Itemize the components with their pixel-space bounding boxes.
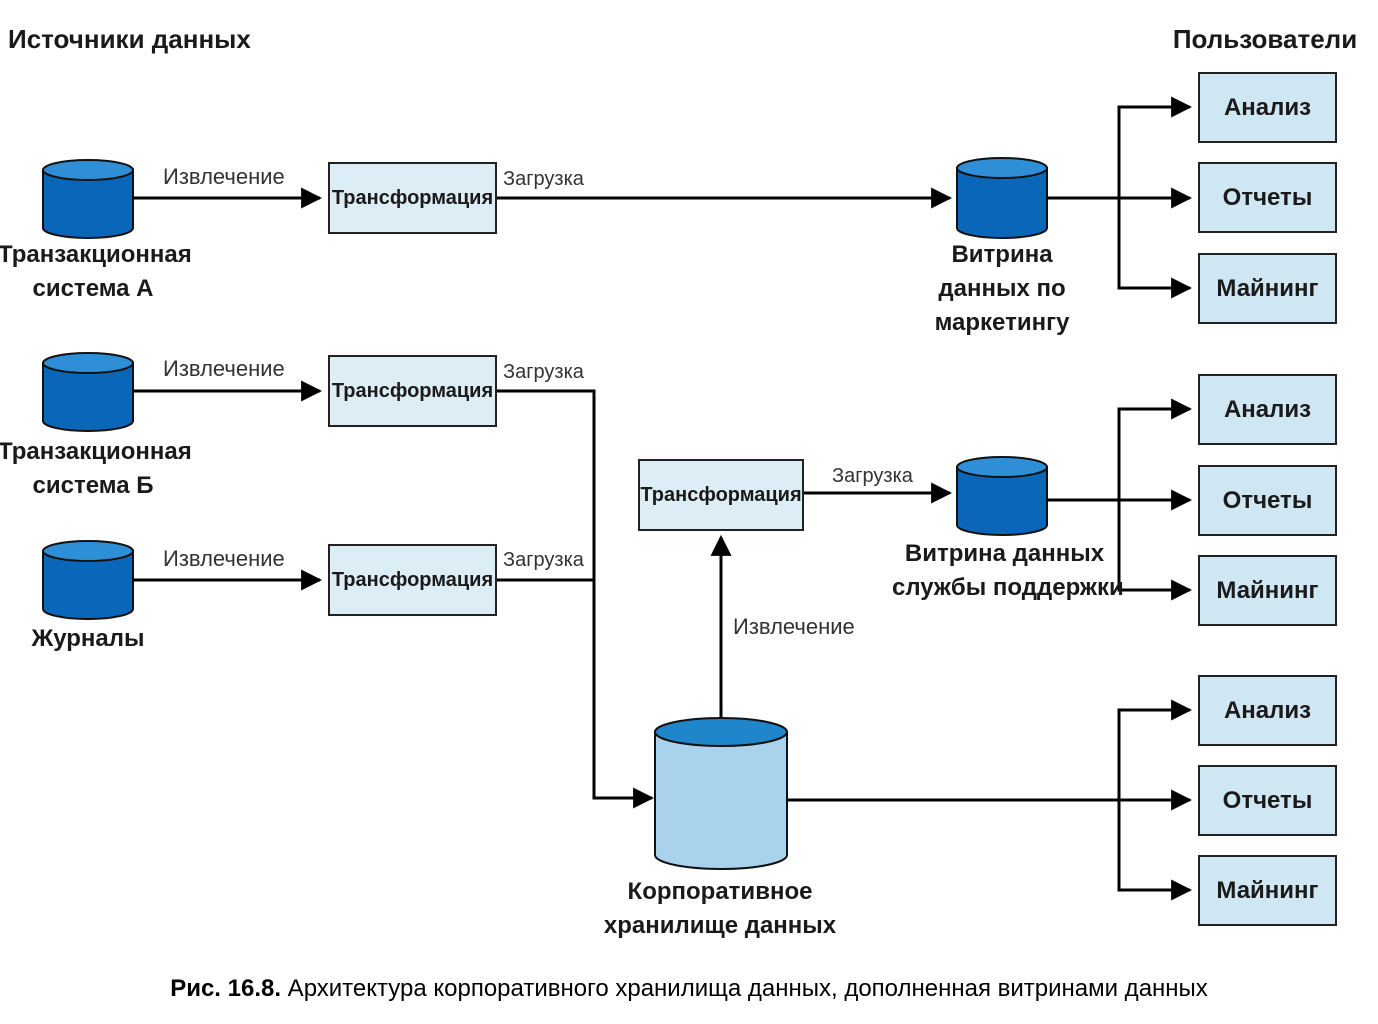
db-logs [42,540,134,620]
caption-number: Рис. 16.8. [170,975,282,1002]
edge-label-extract-a: Извлечение [163,164,285,189]
edge-label-extract-b: Извлечение [163,356,285,381]
transform-box-logs: Трансформация [328,544,497,616]
db-transaction-system-a [42,159,134,239]
transform-box-a: Трансформация [328,162,497,234]
user-box-reports-3: Отчеты [1198,765,1337,836]
user-box-analysis-1: Анализ [1198,72,1337,143]
edge-label-load-a: Загрузка [503,168,584,190]
user-box-mining-3: Майнинг [1198,855,1337,926]
user-box-reports-1: Отчеты [1198,162,1337,233]
edge-label-load-logs: Загрузка [503,549,584,571]
transform-box-b: Трансформация [328,355,497,427]
db-marketing-mart [956,157,1048,239]
user-box-mining-2: Майнинг [1198,555,1337,626]
user-box-reports-2: Отчеты [1198,465,1337,536]
arrow-load-b [497,389,655,809]
figure-caption: Рис. 16.8. Архитектура корпоративного хр… [0,975,1378,1003]
db-support-mart [956,456,1048,536]
edge-label-load-support: Загрузка [832,465,913,487]
user-box-analysis-2: Анализ [1198,374,1337,445]
db-transaction-system-b [42,352,134,432]
transform-box-support: Трансформация [638,459,804,531]
header-users: Пользователи [1172,24,1358,54]
edge-label-extract-logs: Извлечение [163,546,285,571]
db-enterprise-warehouse [654,717,788,870]
caption-text: Архитектура корпоративного хранилища дан… [281,975,1208,1002]
edge-label-load-b: Загрузка [503,361,584,383]
user-box-mining-1: Майнинг [1198,253,1337,324]
header-sources: Источники данных [8,24,251,54]
user-box-analysis-3: Анализ [1198,675,1337,746]
edge-label-extract-warehouse: Извлечение [733,614,855,639]
label-logs: Журналы [31,625,145,652]
